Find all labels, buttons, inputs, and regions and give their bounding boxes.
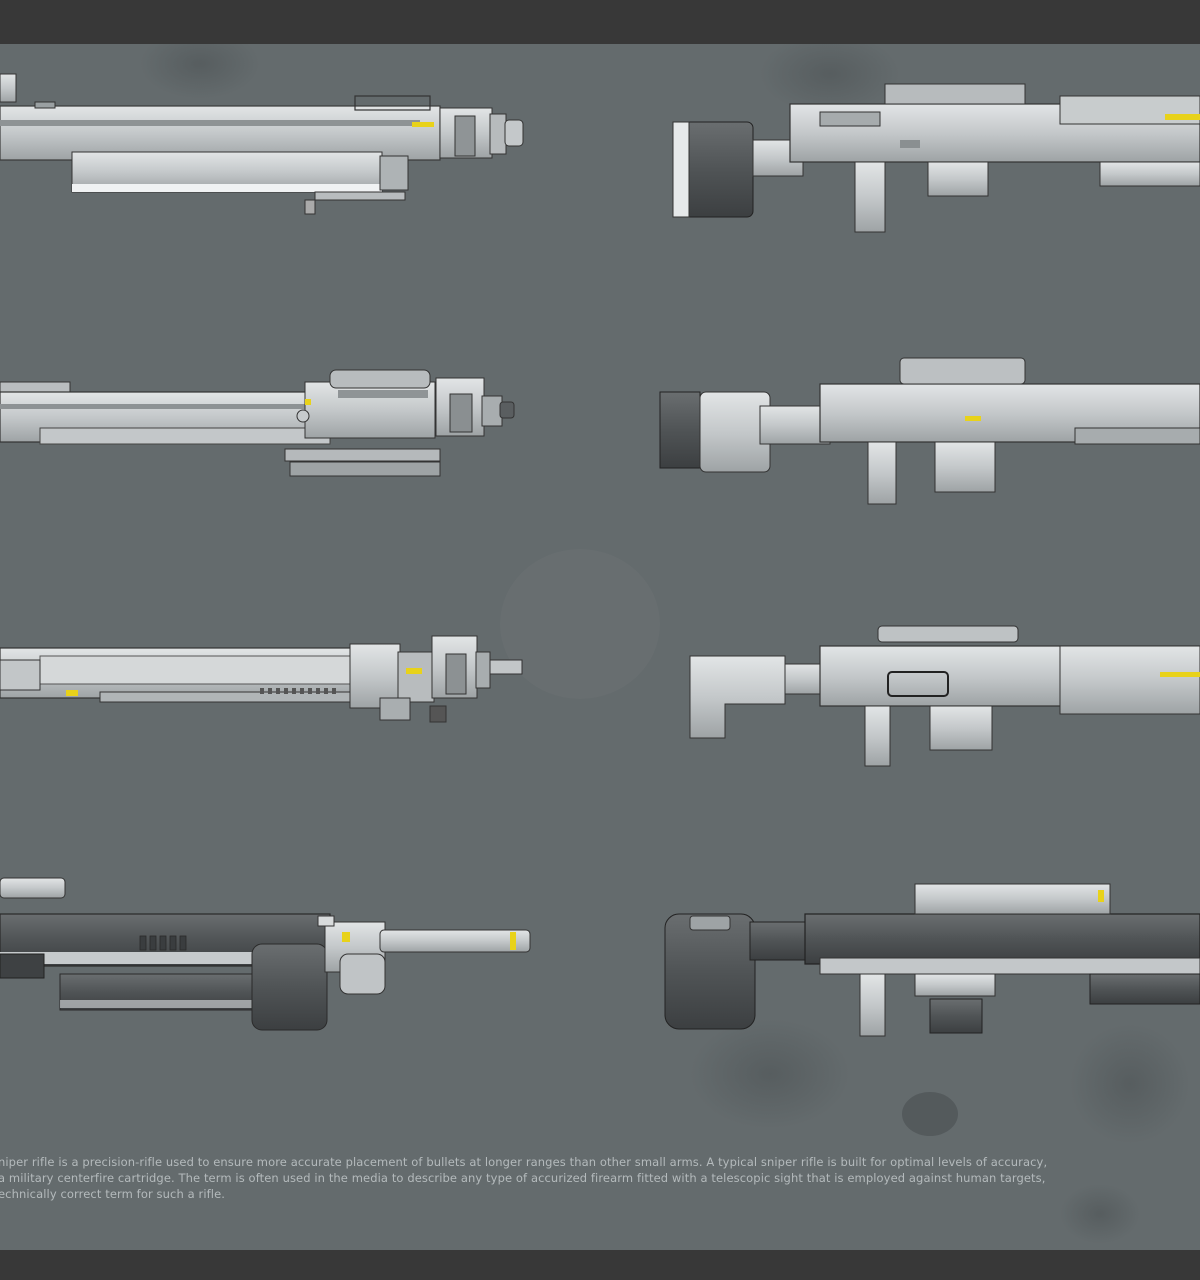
concept-sheet: niper rifle is a precision-rifle used to… [0, 44, 1200, 1250]
rifle-left-3 [0, 635, 523, 723]
stain-texture [140, 44, 1190, 1244]
rifle-right-3 [689, 625, 1200, 767]
bottom-frame-bar [0, 1250, 1200, 1280]
rifle-left-2 [0, 369, 515, 477]
top-frame-bar [0, 0, 1200, 44]
caption-line-1: niper rifle is a precision-rifle used to… [0, 1155, 1048, 1169]
rifle-left-1 [0, 73, 524, 215]
rifle-right-4 [664, 883, 1200, 1037]
caption-line-2: a military centerfire cartridge. The ter… [0, 1171, 1046, 1185]
description-caption: niper rifle is a precision-rifle used to… [0, 1154, 1100, 1202]
rifle-left-4 [0, 877, 531, 1031]
rifle-concepts-artwork [0, 44, 1200, 1244]
rifle-right-1 [672, 83, 1200, 233]
caption-line-3: echnically correct term for such a rifle… [0, 1187, 225, 1201]
rifle-right-2 [659, 357, 1200, 505]
